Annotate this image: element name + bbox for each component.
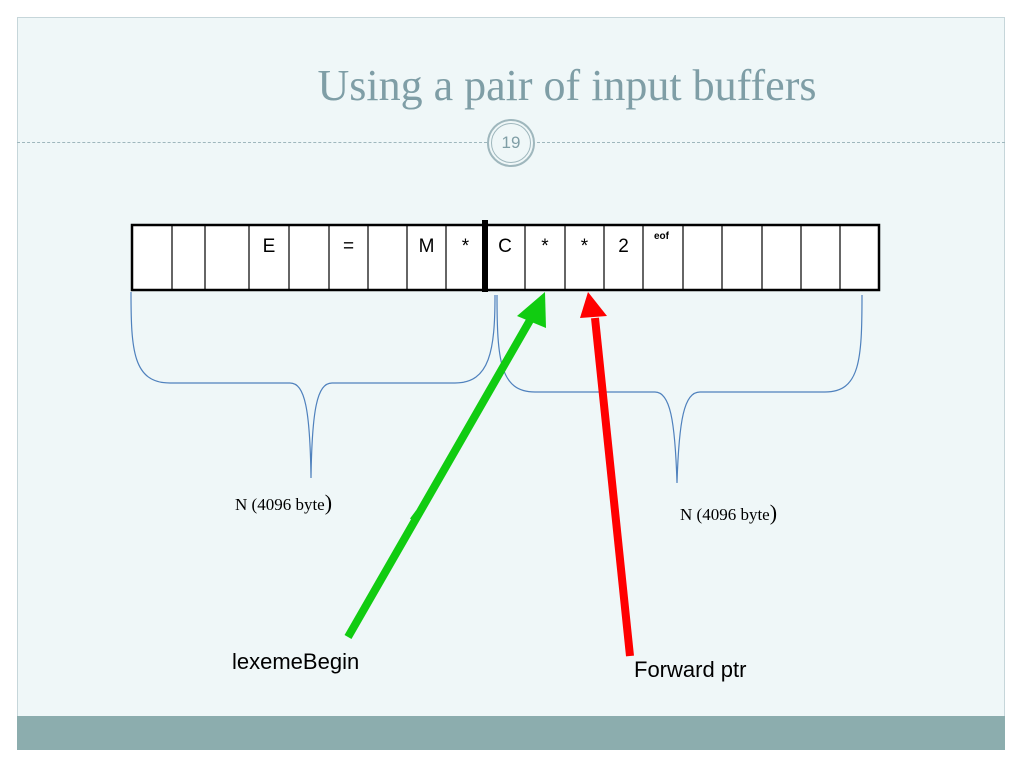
buffer-cell: * (461, 236, 470, 257)
buffer-cell: 2 (618, 236, 629, 257)
slide-number: 19 (491, 123, 531, 163)
left-half-size-label: N (4096 byte) (235, 490, 332, 516)
lexeme-begin-arrow (344, 292, 546, 639)
left-half-close-paren: ) (324, 490, 333, 515)
forward-pointer-arrow (580, 292, 634, 657)
right-half-size-label: N (4096 byte) (680, 500, 777, 526)
buffer-cell: E (262, 236, 276, 257)
slide-number-badge: 19 (487, 119, 535, 167)
buffer-grid (130, 220, 881, 292)
buffer-cell: = (342, 236, 355, 257)
buffer-cell: C (498, 236, 512, 257)
title-divider-right (537, 142, 1005, 143)
footer-bar (17, 716, 1005, 750)
left-half-size-text: N (4096 byte (235, 495, 325, 514)
buffer-cell: M (418, 236, 435, 257)
buffer-cell: * (580, 236, 589, 257)
buffer-cell: * (541, 236, 549, 257)
buffer-outline (130, 223, 881, 292)
right-half-size-text: N (4096 byte (680, 505, 770, 524)
lexeme-begin-label: lexemeBegin (232, 649, 360, 674)
buffer-cell-eof: eof (654, 231, 669, 242)
forward-pointer-label: Forward ptr (634, 657, 747, 682)
title-divider-left (17, 142, 487, 143)
right-half-close-paren: ) (769, 500, 778, 525)
slide-title: Using a pair of input buffers (317, 61, 817, 110)
right-half-brace (496, 294, 863, 484)
left-half-brace (130, 291, 496, 479)
